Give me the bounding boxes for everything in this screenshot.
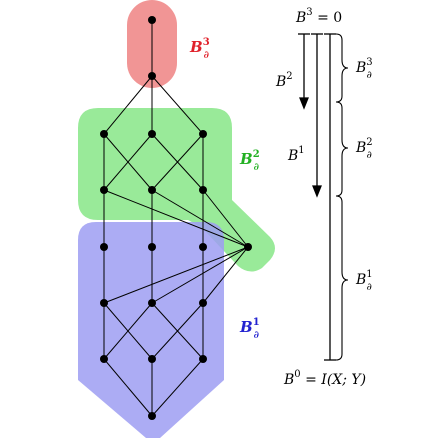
lattice-node (148, 16, 156, 24)
lattice-node (199, 355, 207, 363)
region-label-top: B3∂ (189, 37, 210, 61)
arrows (298, 33, 336, 361)
region-label-mid: B2∂ (239, 149, 260, 173)
lattice-node (199, 299, 207, 307)
lattice-node (148, 355, 156, 363)
brace-b1 (335, 195, 349, 361)
brace-label-b2: B2∂ (355, 137, 373, 161)
lattice-node (148, 243, 156, 251)
region-bottom (78, 222, 224, 438)
region-label-bottom: B1∂ (239, 317, 260, 341)
brace-label-b1: B1∂ (355, 269, 373, 293)
lattice-node (148, 299, 156, 307)
lattice-edges (103, 20, 249, 417)
bottom-equation-label: B0 = I(X; Y) (283, 369, 366, 388)
brace-b3 (335, 33, 349, 103)
brace-b2 (335, 101, 349, 197)
lattice-node (100, 355, 108, 363)
arrow-label-b2: B2 (275, 71, 293, 90)
lattice-node (199, 186, 207, 194)
braces (335, 33, 349, 361)
lattice-nodes (100, 16, 252, 420)
lattice-node (148, 412, 156, 420)
lattice-node (199, 243, 207, 251)
lattice-node (244, 243, 252, 251)
region-mid (78, 108, 275, 272)
lattice-node (100, 130, 108, 138)
brace-label-b3: B3∂ (355, 57, 373, 81)
lattice-node (148, 186, 156, 194)
regions (78, 0, 275, 438)
top-equation-label: B3 = 0 (295, 7, 342, 26)
arrow-label-b1: B1 (287, 145, 305, 164)
lattice-node (148, 72, 156, 80)
lattice-node (148, 130, 156, 138)
lattice-node (100, 186, 108, 194)
lattice-node (100, 299, 108, 307)
lattice-node (199, 130, 207, 138)
lattice-node (100, 243, 108, 251)
